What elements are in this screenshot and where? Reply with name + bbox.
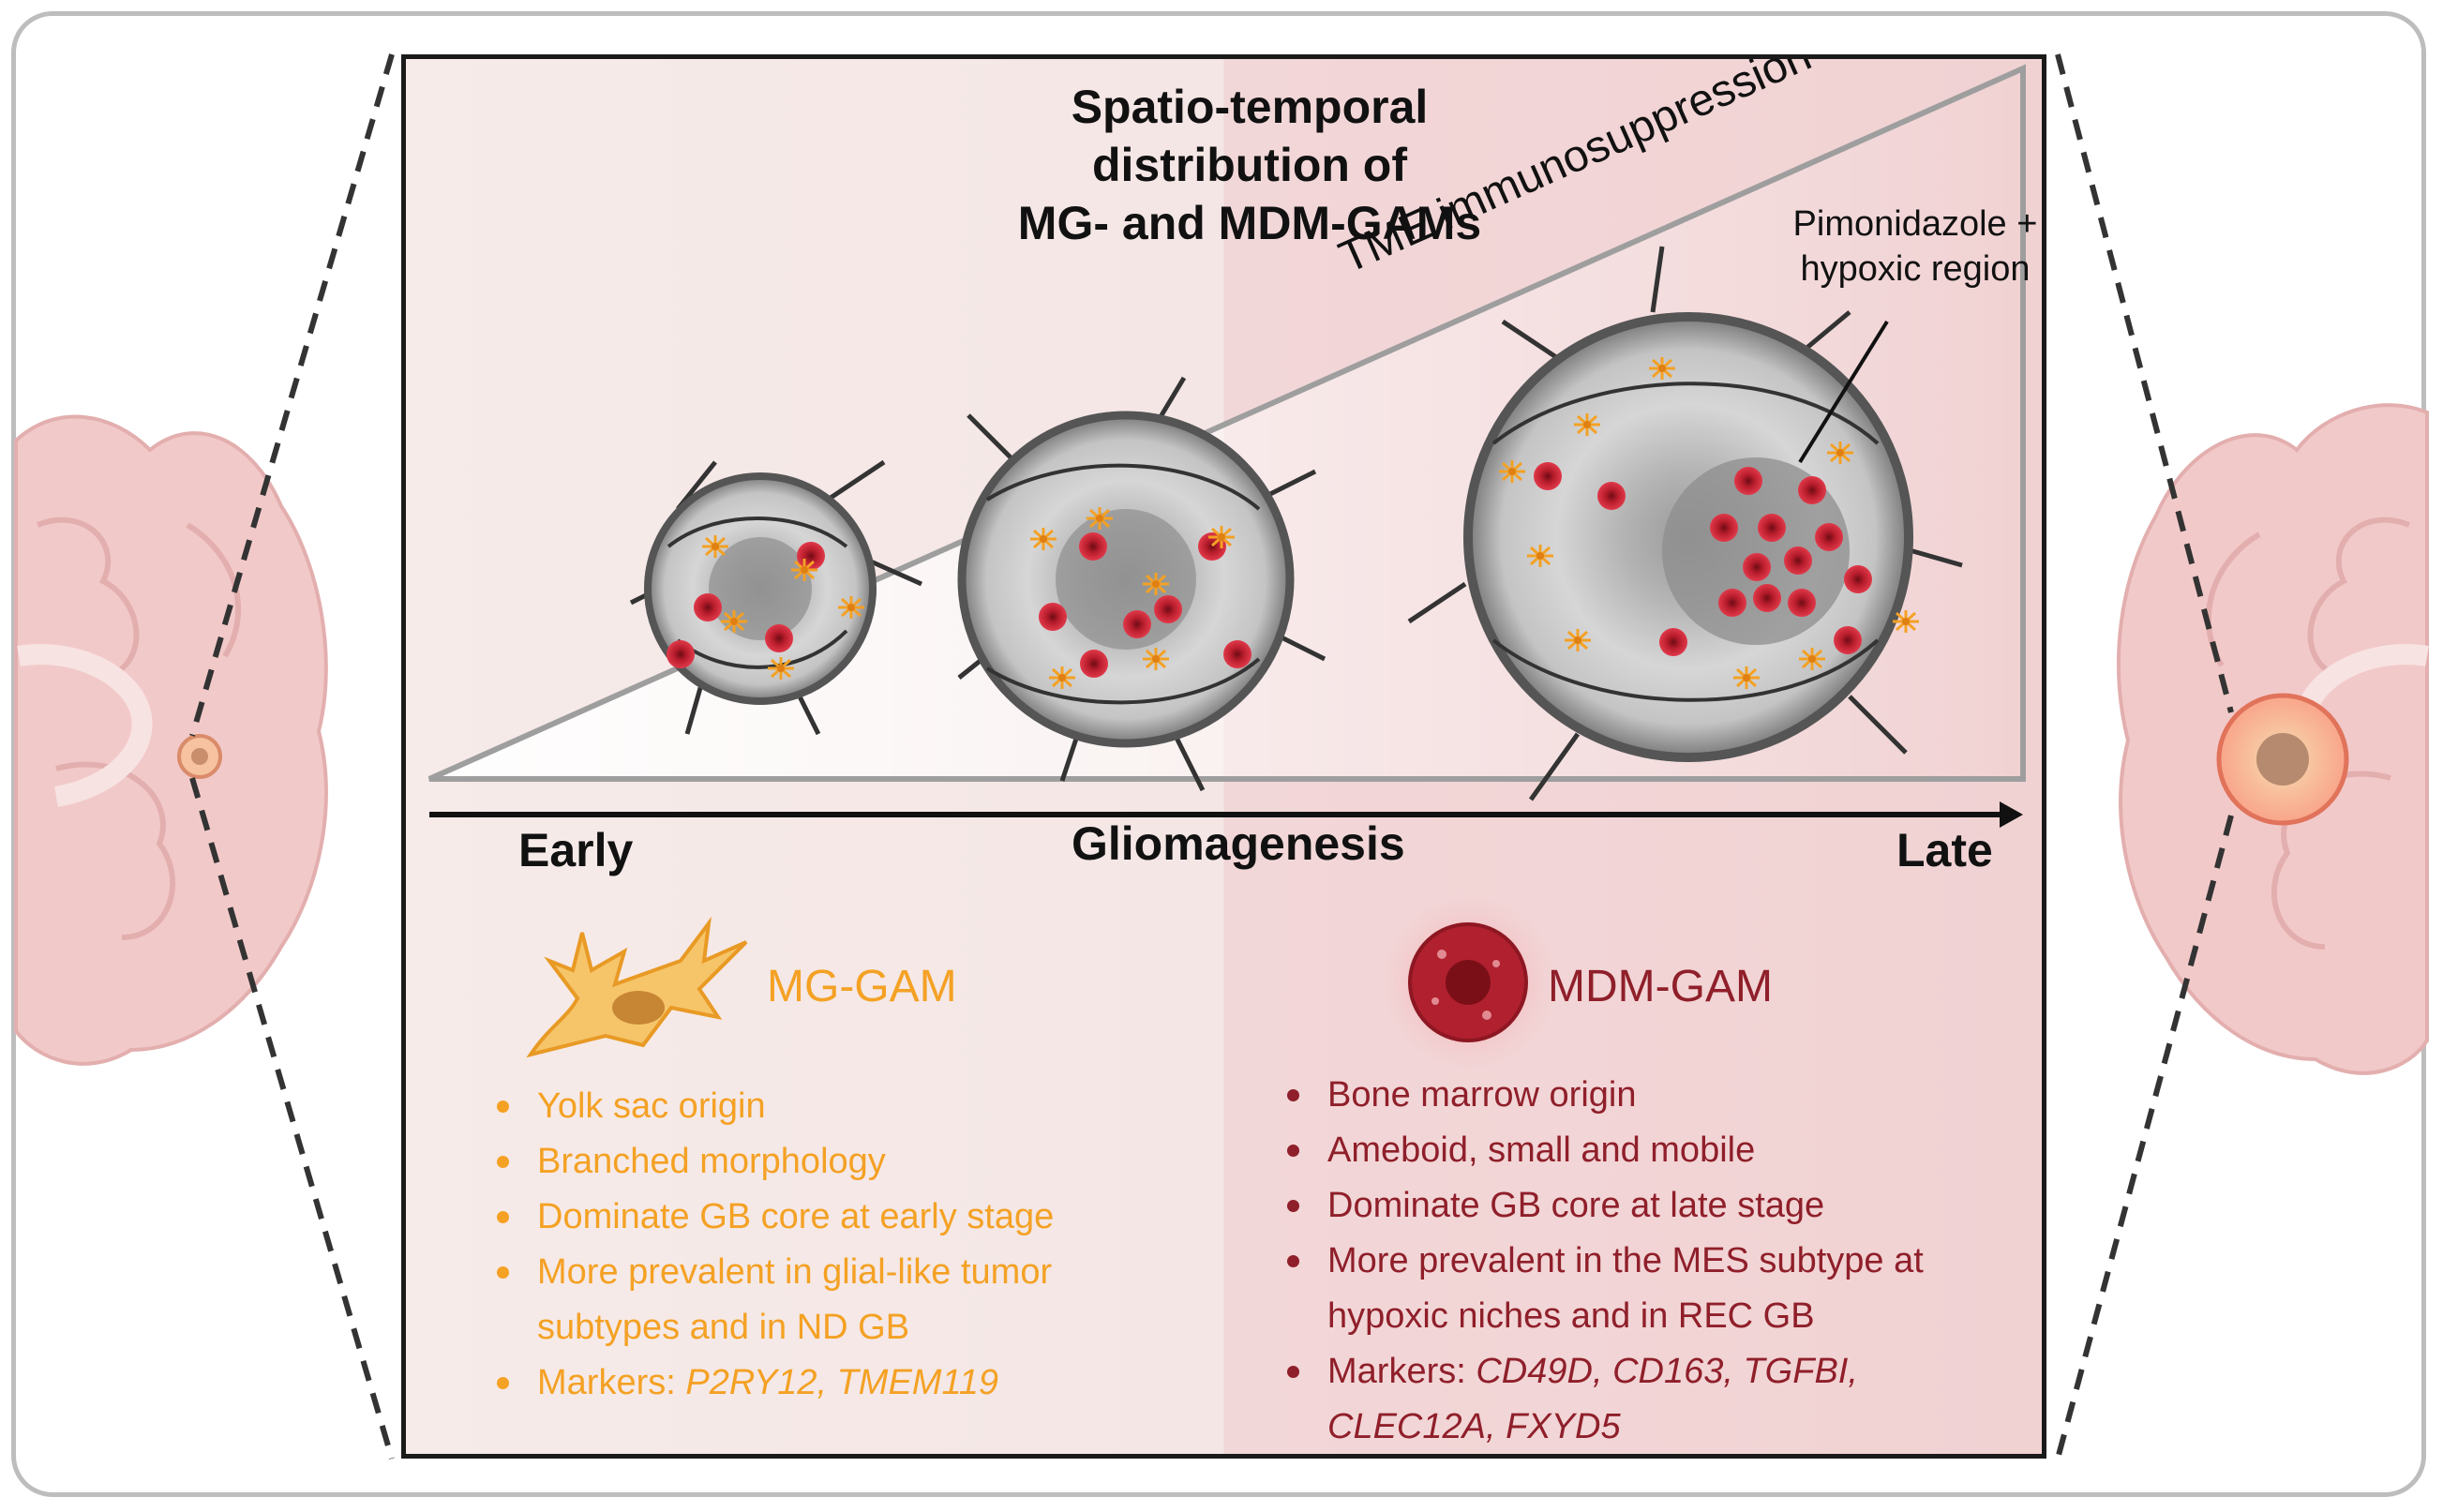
mg-gam-cell bbox=[1827, 442, 1853, 464]
mdm-gam-heading: MDM-GAM bbox=[1548, 962, 1773, 1011]
mg-gam-cell bbox=[1049, 666, 1075, 689]
mg-gam-cell bbox=[1087, 507, 1113, 530]
main-panel: Spatio-temporal distribution of MG- and … bbox=[401, 54, 2046, 1459]
list-item: Dominate GB core at early stage bbox=[487, 1190, 1054, 1245]
mdm-gam-cell bbox=[1743, 553, 1771, 581]
mdm-gam-cell bbox=[765, 624, 793, 652]
mdm-gam-cell bbox=[1039, 603, 1067, 631]
axis-title: Gliomagenesis bbox=[1072, 817, 1405, 870]
mg-gam-cell bbox=[1527, 545, 1553, 567]
callout-line-1: Pimonidazole + bbox=[1792, 204, 2038, 244]
mg-gam-cell bbox=[1733, 666, 1760, 689]
mdm-gam-cell bbox=[1154, 595, 1182, 623]
list-item: Ameboid, small and mobile bbox=[1278, 1123, 1924, 1178]
list-item: Branched morphology bbox=[487, 1134, 1054, 1190]
mg-gam-cell bbox=[1799, 648, 1825, 670]
callout-line-2: hypoxic region bbox=[1800, 249, 2031, 289]
zoom-line-left-top bbox=[189, 53, 395, 737]
axis-arrowhead bbox=[2000, 801, 2023, 828]
mdm-gam-cell bbox=[1659, 628, 1687, 656]
title-line-1: Spatio-temporal distribution of bbox=[1071, 81, 1429, 191]
mg-gam-cell bbox=[1143, 648, 1169, 670]
mg-gam-cell bbox=[791, 559, 817, 581]
list-item: Bone marrow origin bbox=[1278, 1068, 1924, 1123]
mdm-gam-cell bbox=[1718, 589, 1746, 617]
mdm-gam-cell bbox=[694, 593, 722, 621]
mdm-gam-cell bbox=[1123, 610, 1151, 638]
mg-gam-cell bbox=[1893, 610, 1919, 633]
mdm-gam-cell bbox=[1597, 482, 1626, 510]
mg-gam-heading: MG-GAM bbox=[767, 962, 957, 1011]
mg-gam-cell bbox=[1649, 357, 1675, 380]
axis-end-label: Late bbox=[1896, 824, 1993, 876]
mg-gam-cell-icon bbox=[526, 916, 748, 1058]
mdm-gam-cell bbox=[1788, 589, 1816, 617]
zoom-line-left-bottom bbox=[189, 777, 395, 1460]
mdm-gam-cell bbox=[1784, 546, 1812, 575]
title-line-2: MG- and MDM-GAMs bbox=[1017, 197, 1482, 249]
mg-gam-cell bbox=[1030, 528, 1057, 550]
hypoxic-callout: Pimonidazole + hypoxic region bbox=[1728, 202, 2042, 292]
mdm-gam-cell bbox=[667, 640, 695, 668]
list-item: Yolk sac origin bbox=[487, 1079, 1054, 1134]
mdm-gam-cell bbox=[1758, 514, 1786, 542]
mg-gam-cell bbox=[768, 657, 794, 680]
mg-gam-cell bbox=[1499, 460, 1525, 483]
mdm-gam-list: Bone marrow origin Ameboid, small and mo… bbox=[1278, 1068, 1924, 1454]
gliomagenesis-diagram bbox=[427, 64, 2026, 1071]
mg-gam-cell bbox=[702, 535, 728, 558]
left-brain bbox=[14, 414, 328, 1066]
list-item: Markers: CD49D, CD163, TGFBI,CLEC12A, FX… bbox=[1278, 1344, 1924, 1454]
mdm-gam-cell bbox=[1834, 626, 1862, 654]
mdm-gam-cell bbox=[1734, 467, 1762, 495]
mg-gam-cell bbox=[1574, 413, 1600, 436]
list-item: Markers: P2RY12, TMEM119 bbox=[487, 1355, 1054, 1411]
mdm-gam-cell bbox=[1753, 584, 1781, 612]
zoom-line-right-bottom bbox=[2055, 815, 2234, 1460]
mdm-gam-cell bbox=[1815, 523, 1843, 551]
mg-gam-cell bbox=[838, 596, 864, 619]
mg-gam-list: Yolk sac origin Branched morphology Domi… bbox=[487, 1079, 1054, 1411]
mg-gam-cell bbox=[1565, 629, 1591, 651]
mdm-gam-cell bbox=[1080, 650, 1108, 678]
right-brain bbox=[2117, 403, 2429, 1075]
axis-start-label: Early bbox=[518, 824, 634, 876]
diagram-title: Spatio-temporal distribution of MG- and … bbox=[968, 78, 1531, 252]
mdm-gam-cell bbox=[1710, 514, 1738, 542]
mdm-gam-cell bbox=[1079, 532, 1107, 561]
list-item: Dominate GB core at late stage bbox=[1278, 1178, 1924, 1234]
mg-gam-cell bbox=[1208, 526, 1235, 548]
zoom-line-right-top bbox=[2055, 53, 2234, 713]
mg-gam-cell bbox=[721, 610, 747, 633]
mdm-gam-cell bbox=[1844, 565, 1872, 593]
mdm-gam-cell bbox=[1798, 476, 1826, 504]
mdm-gam-cell bbox=[1223, 640, 1251, 668]
mdm-gam-cell-icon bbox=[1379, 893, 1557, 1071]
callout-pointer bbox=[1798, 320, 1889, 464]
mg-gam-cell bbox=[1143, 573, 1169, 595]
mdm-gam-cell bbox=[1534, 462, 1562, 490]
